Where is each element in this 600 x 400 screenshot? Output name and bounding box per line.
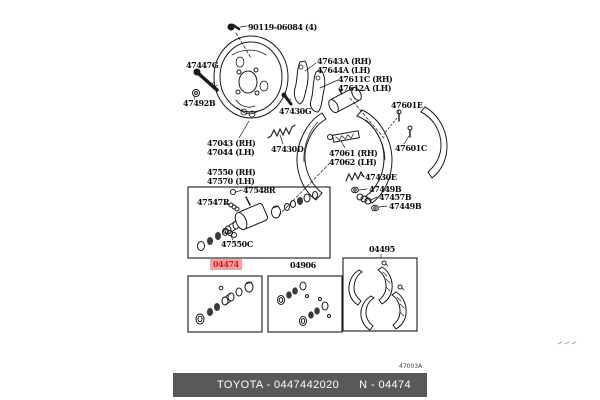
callout-47061[interactable]: 47061 (RH) (329, 148, 378, 158)
wheel-cylinder-assembled (328, 86, 362, 114)
callout-47457b[interactable]: 47457B (379, 192, 412, 202)
kit-box-04474 (187, 275, 263, 333)
boot-spring-icon (223, 202, 240, 212)
callout-47430g[interactable]: 47430G (279, 106, 312, 116)
bolt-icon-47447g (193, 68, 219, 92)
callout-47612a[interactable]: 47612A (LH) (338, 83, 392, 93)
callout-47044[interactable]: 47044 (LH) (207, 147, 255, 157)
figure-code: 47003A (399, 363, 423, 370)
lever-47611c (310, 69, 326, 113)
callout-90119-06084[interactable]: 90119-06084 (4) (248, 22, 317, 32)
footer-catalog-number: N - 04474 (359, 379, 412, 391)
callout-47430d[interactable]: 47430D (271, 144, 304, 154)
callout-47449b-2[interactable]: 47449B (389, 201, 422, 211)
callout-47548r[interactable]: 47548R (243, 185, 276, 195)
callout-47449b-1[interactable]: 47449B (369, 184, 402, 194)
brake-shoe-right (356, 109, 393, 204)
kit-box-04495 (342, 257, 418, 332)
wheel-cylinder-exploded-box (187, 186, 331, 259)
adjuster-strut (327, 130, 360, 149)
screw-icon-47430g (281, 92, 293, 106)
callout-47547r[interactable]: 47547R (197, 197, 230, 207)
bleeder-screw-icon (230, 189, 251, 206)
callout-47601c[interactable]: 47601C (395, 143, 427, 153)
set-bolt-icon (227, 23, 252, 59)
washer-icon-47449b-2 (371, 204, 388, 212)
callout-47550[interactable]: 47550 (RH) (207, 167, 256, 177)
spring-icon-47457b (356, 193, 378, 205)
parking-lever-47643a (293, 60, 309, 105)
leader-lines (238, 62, 398, 259)
callout-47430e[interactable]: 47430E (365, 172, 397, 182)
kit-label-04495[interactable]: 04495 (369, 244, 395, 254)
pin-icon-47601e (396, 109, 402, 122)
pin-icon-47601c (403, 125, 413, 145)
callout-47062[interactable]: 47062 (LH) (329, 157, 377, 167)
callout-47492b[interactable]: 47492B (183, 98, 216, 108)
callout-47611c[interactable]: 47611C (RH) (338, 74, 393, 84)
spring-icon-47430e (345, 170, 365, 182)
brake-shoe-far-right (420, 106, 448, 179)
callout-47643a[interactable]: 47643A (RH) (317, 56, 372, 66)
callout-47570[interactable]: 47570 (LH) (207, 176, 255, 186)
callout-47550c[interactable]: 47550C (221, 239, 253, 249)
scribble-artifact (557, 341, 577, 345)
cylinder-body-icon (234, 203, 269, 231)
brake-shoe-left (296, 112, 327, 201)
cup-spring-icon (223, 228, 237, 241)
washer-icon-47449b-1 (351, 186, 368, 194)
callout-47043[interactable]: 47043 (RH) (207, 138, 256, 148)
footer-part-number: TOYOTA - 0447442020 (217, 379, 340, 391)
e-ring-icon-47492b (192, 89, 200, 100)
callout-47601e[interactable]: 47601E (391, 100, 423, 110)
callout-47644a[interactable]: 47644A (LH) (317, 65, 371, 75)
kit-box-04906 (267, 275, 343, 333)
backing-plate (213, 35, 289, 119)
spring-icon-47430d (267, 124, 296, 145)
kit-label-04474-highlighted[interactable]: 04474 (210, 259, 242, 270)
callout-47447g[interactable]: 47447G (186, 60, 219, 70)
footer-bar: TOYOTA - 0447442020 N - 04474 (173, 373, 427, 397)
kit-label-04906[interactable]: 04906 (290, 260, 316, 270)
